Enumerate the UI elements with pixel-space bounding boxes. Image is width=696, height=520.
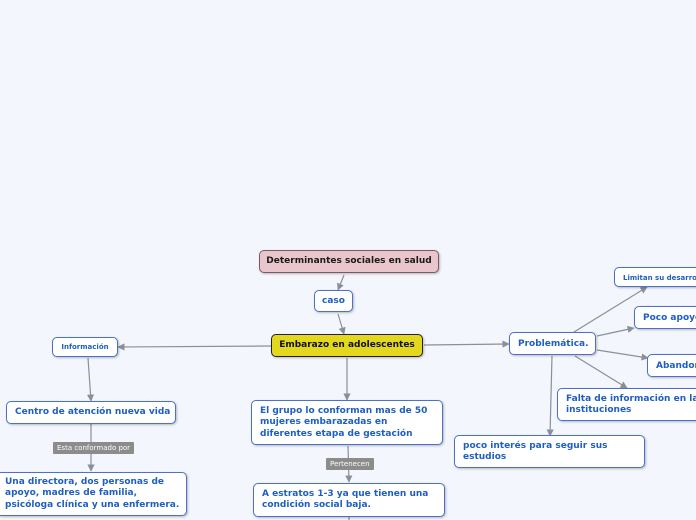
node-caso[interactable]: caso (314, 290, 353, 312)
link-informacion-centro (86, 357, 95, 402)
link-problematica-limitan (573, 286, 648, 333)
grupo-text: El grupo lo conforman mas de 50 mujeres … (260, 406, 428, 439)
poco-apoyo-text: Poco apoyo (643, 313, 696, 323)
link-determinantes-caso (337, 274, 345, 291)
informacion-text: Información (61, 343, 109, 351)
centro-text: Centro de atención nueva vida (15, 407, 171, 417)
node-limitan[interactable]: Limitan su desarrollo (614, 267, 696, 287)
link-problematica-interes (546, 355, 554, 437)
estratos-text: A estratos 1-3 ya que tienen una condici… (262, 489, 429, 511)
link-caso-central (337, 313, 346, 335)
root-node-determinantes[interactable]: Determinantes sociales en salud (259, 250, 439, 273)
node-abandono[interactable]: Abandono (647, 354, 696, 377)
label-pertenecen: Pertenecen (326, 458, 374, 470)
link-central-informacion (117, 343, 272, 351)
poco-interes-text: poco interés para seguir sus estudios (463, 441, 608, 463)
determinantes-text: Determinantes sociales en salud (266, 256, 432, 266)
link-central-problematica (423, 340, 510, 348)
label-conformado: Esta conformado por (53, 442, 135, 454)
node-poco-apoyo[interactable]: Poco apoyo (634, 306, 696, 329)
node-directora[interactable]: Una directora, dos personas de apoyo, ma… (0, 472, 187, 516)
link-problematica-apoyo (596, 325, 635, 337)
abandono-text: Abandono (656, 361, 696, 371)
node-poco-interes[interactable]: poco interés para seguir sus estudios (454, 435, 645, 468)
limitan-text: Limitan su desarrollo (623, 274, 696, 282)
directora-text: Una directora, dos personas de apoyo, ma… (5, 477, 180, 510)
node-falta-informacion[interactable]: Falta de información en las institucione… (557, 388, 696, 421)
node-informacion[interactable]: Información (52, 337, 118, 357)
node-grupo[interactable]: El grupo lo conforman mas de 50 mujeres … (251, 400, 443, 445)
node-estratos[interactable]: A estratos 1-3 ya que tienen una condici… (253, 483, 445, 517)
central-node[interactable]: Embarazo en adolescentes (271, 334, 423, 357)
caso-text: caso (322, 296, 345, 306)
problematica-text: Problemática. (518, 339, 589, 349)
node-problematica[interactable]: Problemática. (509, 332, 596, 355)
link-problematica-abandono (596, 349, 649, 361)
link-problematica-falta (574, 355, 628, 389)
node-centro-atencion[interactable]: Centro de atención nueva vida (6, 401, 176, 424)
central-text: Embarazo en adolescentes (279, 340, 415, 350)
falta-text: Falta de información en las institucione… (566, 394, 696, 416)
